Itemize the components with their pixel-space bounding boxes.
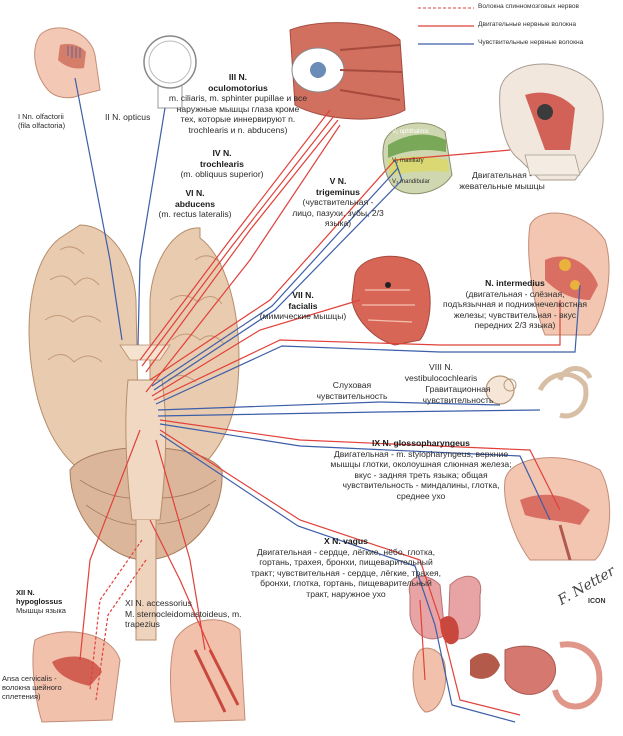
accessory-title: XI N. accessorius [125, 598, 192, 608]
neck-accessory-illustration [170, 619, 246, 723]
legend-motor-label: Двигательные нервные волокна [478, 21, 577, 28]
trigeminal-title2: trigeminus [316, 186, 360, 197]
hypoglossal-title: XII N. [16, 588, 35, 597]
olfactory-label: I Nn. olfactorii (fila olfactoria) [18, 112, 88, 130]
oculomotor-text: m. ciliaris, m. sphinter pupillae и все … [168, 93, 308, 135]
eye-illustration [143, 35, 197, 109]
skull-illustration [499, 63, 604, 181]
optic-label: II N. opticus [105, 112, 151, 122]
face-zone-v2: V₂ maxillary [392, 158, 424, 164]
trigeminal-title: V N. [329, 176, 347, 186]
trigeminal-label: V N. trigeminus (чувствительная - лицо, … [292, 176, 384, 229]
abducens-text: (m. rectus lateralis) [158, 209, 232, 219]
publisher-watermark: ICON [588, 598, 606, 605]
intermedius-text: (двигательная - слёзная, подъязычная и п… [442, 288, 588, 331]
abducens-label: VI N. abducens (m. rectus lateralis) [150, 188, 240, 220]
head-sagittal-glossopharyngeal [504, 457, 611, 561]
accessory-label: XI N. accessorius M. sternocleidomastoid… [125, 598, 245, 630]
trochlear-title: IV N. [212, 148, 232, 158]
trochlear-title2: trochlearis [200, 158, 244, 169]
nose-illustration [34, 27, 101, 99]
ansa-cervicalis-label: Ansa cervicalis - волокна шейного сплете… [2, 674, 62, 701]
face-zone-v1: V₁ ophthalmic [392, 129, 429, 135]
vestibulocochlear-label: VIII N. vestibulocochlearis [386, 362, 496, 383]
legend-lines [418, 7, 474, 45]
facial-text: (мимические мышцы) [259, 311, 347, 321]
face-muscles-illustration [351, 255, 431, 346]
vagus-label: X N. vagus Двигательная - сердце, лёгкие… [250, 536, 442, 599]
trigeminal-text: (чувствительная - лицо, пазухи, зубы, 2/… [292, 197, 384, 228]
head-sagittal-intermedius [528, 212, 610, 336]
oculomotor-label: III N. oculomotorius m. ciliaris, m. sph… [168, 72, 308, 135]
abducens-title: VI N. [185, 188, 205, 198]
hypoglossal-text: Мышцы языка [16, 606, 66, 615]
hypoglossal-label: XII N. hypoglossus Мышцы языка [16, 588, 76, 615]
facial-label: VII N. facialis (мимические мышцы) [258, 290, 348, 322]
inner-ear-illustration [485, 366, 593, 419]
facial-title2: facialis [288, 300, 318, 311]
vestibulocochlear-title: VIII N. [429, 362, 453, 372]
outer-ear-illustration [412, 647, 447, 713]
trigeminal-motor-label: Двигательная - жевательные мышцы [459, 170, 545, 191]
intermedius-label: N. intermedius (двигательная - слёзная, … [440, 278, 590, 331]
oculomotor-title: III N. [228, 72, 248, 82]
hearing-label: Слуховая чувствительность [316, 380, 388, 401]
vagus-text: Двигательная - сердце, лёгкие, нёбо, гло… [250, 546, 442, 599]
glossopharyngeal-text: Двигательная - m. stylopharyngeus, верхн… [330, 448, 512, 501]
gravitation-label: Гравитационная чувствительность [422, 384, 494, 405]
vagus-title: X N. vagus [324, 536, 368, 546]
oculomotor-title2: oculomotorius [208, 82, 268, 93]
accessory-text: M. sternocleidomastoideus, m. trapezius [125, 608, 242, 630]
orbit-muscles-illustration [289, 22, 406, 120]
nerve-pathways [74, 77, 581, 723]
glossopharyngeal-title: IX N. glossopharyngeus [372, 438, 470, 448]
glossopharyngeal-label: IX N. glossopharyngeus Двигательная - m.… [330, 438, 512, 501]
face-zone-v3: V₃ mandibular [392, 179, 430, 185]
legend-spinal-label: Волокна спинномозговых нервов [478, 3, 580, 10]
vestibulocochlear-title2: vestibulocochlearis [404, 372, 478, 383]
intermedius-title: N. intermedius [485, 278, 545, 288]
olfactory-text: (fila olfactoria) [18, 121, 66, 130]
neck-hypoglossal-illustration [32, 631, 121, 723]
hypoglossal-title2: hypoglossus [16, 597, 63, 606]
facial-title: VII N. [292, 290, 314, 300]
trochlear-text: (m. obliquus superior) [180, 169, 264, 179]
viscera-illustration [408, 575, 603, 710]
legend-sensory-label: Чувствительные нервные волокна [478, 39, 584, 46]
abducens-title2: abducens [174, 198, 216, 209]
olfactory-title: I Nn. olfactorii [18, 112, 64, 121]
trochlear-label: IV N. trochlearis (m. obliquus superior) [172, 148, 272, 180]
